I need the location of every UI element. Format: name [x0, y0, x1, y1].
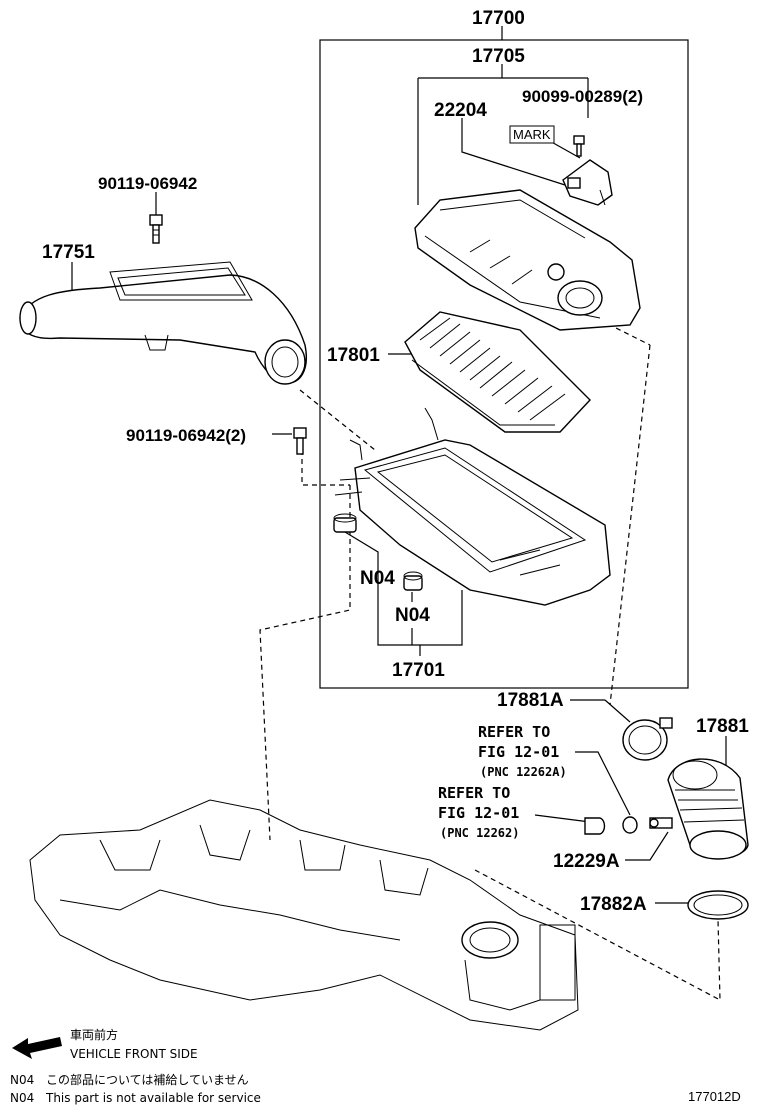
engine-outline	[29, 799, 579, 1031]
label-n04-a: N04	[360, 568, 395, 589]
hose-clamp-17881a	[622, 717, 673, 761]
label-17801: 17801	[327, 345, 380, 366]
label-17881: 17881	[696, 716, 749, 737]
hose-clamp-17882a	[687, 890, 749, 920]
label-n04-b: N04	[395, 605, 430, 626]
label-refer1-line1: REFER TO	[478, 723, 550, 741]
label-17705: 17705	[472, 46, 525, 67]
label-refer2-line2: FIG 12-01	[438, 804, 519, 822]
legend-n04-note-jp: この部品については補給していません	[46, 1072, 249, 1087]
label-17881a: 17881A	[497, 690, 564, 711]
leader-lines	[71, 26, 727, 904]
assembly-box-17700	[319, 39, 689, 689]
label-12229a: 12229A	[553, 851, 620, 872]
dashed-connectors	[259, 319, 721, 1002]
screw-90099	[573, 135, 585, 157]
air-cleaner-case	[334, 407, 611, 606]
diagram-id: 177012D	[688, 1089, 741, 1104]
label-90119-top: 90119-06942	[98, 174, 197, 193]
refer-part-2	[584, 817, 606, 835]
grommet-n04-a	[333, 513, 357, 533]
legend-n04-code-2: N04	[10, 1091, 34, 1105]
refer-part-1	[622, 816, 638, 834]
bolt-90119-top	[149, 214, 163, 244]
legend-n04-note-en: This part is not available for service	[45, 1091, 261, 1105]
label-90099: 90099-00289(2)	[522, 87, 643, 106]
label-17751: 17751	[42, 242, 95, 263]
intake-duct	[19, 261, 307, 385]
label-17700: 17700	[472, 8, 525, 29]
label-22204: 22204	[434, 100, 487, 121]
inlet-hose-17881	[667, 758, 749, 860]
label-refer2-line1: REFER TO	[438, 784, 510, 802]
legend-vehicle-front-jp: 車両前方	[70, 1027, 118, 1042]
airflow-sensor	[562, 159, 613, 206]
label-17701: 17701	[392, 660, 445, 681]
label-90119-side: 90119-06942(2)	[126, 426, 246, 445]
filter-element	[404, 311, 591, 433]
mark-box	[509, 125, 555, 144]
legend-n04-code-1: N04	[10, 1073, 34, 1087]
air-cleaner-cap	[414, 189, 641, 331]
label-17882a: 17882A	[580, 894, 647, 915]
legend-vehicle-front-en: VEHICLE FRONT SIDE	[70, 1047, 198, 1061]
bolt-90119-side	[293, 427, 307, 455]
clip-12229a	[649, 817, 673, 829]
label-refer1-line2: FIG 12-01	[478, 743, 559, 761]
label-refer1-pnc: (PNC 12262A)	[480, 765, 567, 779]
label-refer2-pnc: (PNC 12262)	[440, 826, 519, 840]
label-mark: MARK	[513, 127, 551, 142]
grommet-n04-b	[403, 571, 423, 591]
vehicle-front-arrow-icon	[12, 1037, 62, 1059]
